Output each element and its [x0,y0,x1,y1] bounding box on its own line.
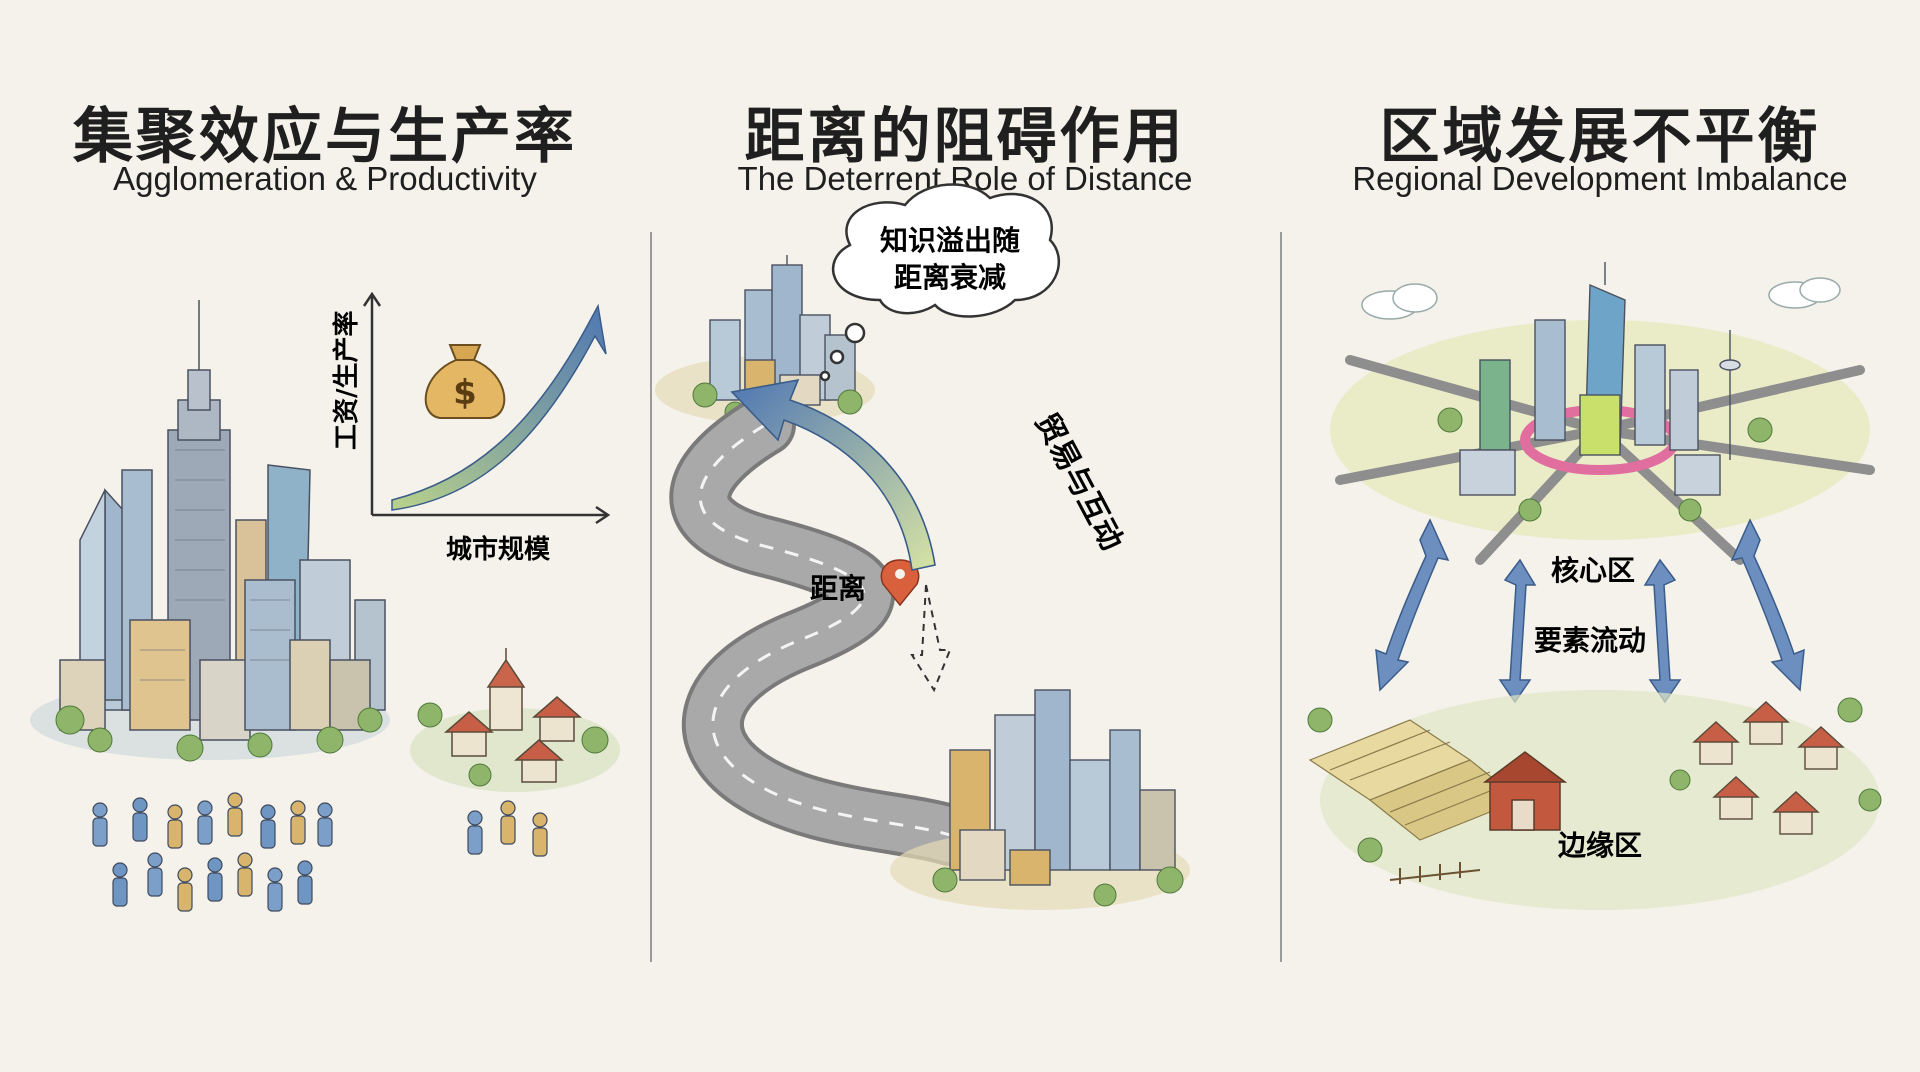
growth-chart [362,291,611,525]
thought-bubble-line-2: 距离衰减 [894,261,1006,294]
money-symbol: $ [453,373,477,413]
periphery-ground [1320,690,1880,910]
panel1-title-zh: 集聚效应与生产率 [73,102,577,172]
trade-arrow [730,378,936,571]
panel-distance: 距离的阻碍作用 The Deterrent Role of Distance [650,0,1280,1072]
arrow-label: 贸易与互动 [1028,407,1129,556]
divider-left [650,232,652,962]
panel3-title-zh: 区域发展不平衡 [1379,102,1821,172]
trade-arrow-dashed-tail [910,584,952,693]
core-city [1459,262,1741,496]
imbalance-illustration: 核心区 要素流动 [1307,262,1882,910]
flow-arrows [1375,518,1805,704]
crowd-large [92,792,333,912]
flow-label: 要素流动 [1534,624,1646,657]
y-axis-label: 工资/生产率 [331,311,362,451]
money-bag-icon: $ [424,344,506,419]
distance-label: 距离 [810,572,866,605]
thought-bubble [819,183,1061,382]
panel-agglomeration: 集聚效应与生产率 Agglomeration & Productivity [0,0,650,1072]
periphery-houses [1692,701,1845,835]
panel3-title-en: Regional Development Imbalance [1352,160,1848,197]
big-city [59,300,386,741]
panel2-title-zh: 距离的阻碍作用 [744,102,1186,172]
growth-curve-arrow [391,303,607,511]
agglomeration-illustration: 工资/生产率 城市规模 $ [30,291,620,912]
panel-imbalance: 区域发展不平衡 Regional Development Imbalance [1280,0,1920,1072]
distance-illustration: 距离 贸易与互动 知识溢出随 距离衰减 [655,183,1190,910]
crowd-small [467,800,548,857]
x-axis-label: 城市规模 [446,534,551,565]
divider-right [1280,232,1282,962]
thought-bubble-line-1: 知识溢出随 [880,224,1020,257]
cloud-icon [1361,277,1841,320]
barn [1482,751,1568,831]
city-trees [55,705,383,762]
farmland [1308,719,1522,841]
bottom-city [949,689,1176,886]
village [443,648,583,783]
panel1-title-en: Agglomeration & Productivity [113,160,537,197]
periphery-label: 边缘区 [1558,829,1642,862]
core-label: 核心区 [1551,554,1635,587]
fence [1389,862,1481,884]
